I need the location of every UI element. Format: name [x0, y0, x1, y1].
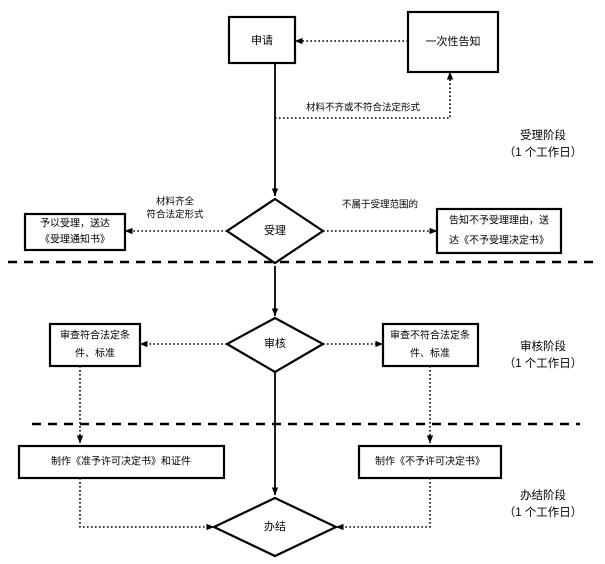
edge-deny-to-complete: [335, 478, 431, 531]
node-one-time-notice-shape: [406, 10, 500, 74]
node-accept-label: 受理: [264, 224, 286, 237]
stage-label-complete-duration: （1 个工作日）: [504, 506, 583, 519]
node-review-fail-label-2: 件、标准: [410, 348, 450, 360]
node-apply-label: 申请: [251, 34, 273, 47]
node-review-pass-shape: [48, 322, 142, 368]
stage-label-accept-name: 受理阶段: [520, 128, 566, 142]
node-permit-deny-label: 制作《不予许可决定书》: [375, 455, 485, 468]
node-permit-grant-shape: [17, 444, 226, 480]
stage-label-review-duration: （1 个工作日）: [504, 357, 583, 370]
node-review-fail-label-1: 审查不符合法定条: [390, 329, 470, 342]
node-accept-no-label-2: 达《不予受理决定书》: [449, 234, 549, 247]
node-accept-shape: [225, 197, 325, 265]
stage-label-accept-duration: （1 个工作日）: [504, 146, 583, 159]
node-accept-no[interactable]: 告知不予受理理由，送 达《不予受理决定书》: [435, 207, 563, 255]
node-accept[interactable]: 受理: [225, 197, 325, 265]
node-one-time-notice[interactable]: 一次性告知: [406, 10, 500, 74]
stage-label-accept: 受理阶段 （1 个工作日）: [504, 128, 583, 159]
node-review-label: 审核: [264, 336, 286, 350]
node-accept-yes-label-2: 《受理通知书》: [40, 233, 110, 246]
node-permit-grant[interactable]: 制作《准予许可决定书》和证件: [17, 444, 226, 480]
node-accept-no-label-1: 告知不予受理理由，送: [449, 214, 549, 227]
node-complete[interactable]: 办结: [211, 496, 339, 558]
node-permit-grant-label: 制作《准予许可决定书》和证件: [51, 455, 191, 468]
stage-label-review: 审核阶段 （1 个工作日）: [504, 339, 583, 370]
edge-label-incomplete-materials: 材料不齐或不符合法定形式: [306, 102, 421, 114]
node-apply[interactable]: 申请: [227, 15, 297, 65]
node-accept-yes-shape: [23, 212, 127, 252]
stage-label-review-name: 审核阶段: [520, 339, 566, 353]
node-review[interactable]: 审核: [224, 316, 326, 374]
node-review-fail[interactable]: 审查不符合法定条 件、标准: [381, 322, 480, 368]
edge-label-out-of-scope: 不属于受理范围的: [342, 199, 418, 211]
node-review-pass-label-2: 件、标准: [75, 348, 115, 360]
node-review-fail-shape: [381, 322, 480, 368]
edge-label-materials-complete-2: 符合法定形式: [146, 209, 204, 221]
node-accept-yes[interactable]: 予以受理，送达 《受理通知书》: [23, 212, 127, 252]
node-review-pass-label-1: 审查符合法定条: [60, 329, 130, 342]
node-one-time-notice-label: 一次性告知: [426, 34, 481, 48]
edge-label-materials-complete-1: 材料齐全: [156, 196, 195, 208]
node-permit-deny-shape: [357, 444, 503, 480]
stage-label-complete-name: 办结阶段: [520, 488, 566, 502]
node-accept-yes-label-1: 予以受理，送达: [40, 217, 110, 230]
node-complete-shape: [211, 496, 339, 558]
node-accept-no-shape: [435, 207, 563, 255]
node-review-pass[interactable]: 审查符合法定条 件、标准: [48, 322, 142, 368]
node-review-shape: [224, 316, 326, 374]
node-complete-label: 办结: [264, 520, 286, 533]
node-apply-shape: [227, 15, 297, 65]
node-permit-deny[interactable]: 制作《不予许可决定书》: [357, 444, 503, 480]
edge-grant-to-complete: [79, 478, 215, 531]
stage-label-complete: 办结阶段 （1 个工作日）: [504, 488, 583, 519]
